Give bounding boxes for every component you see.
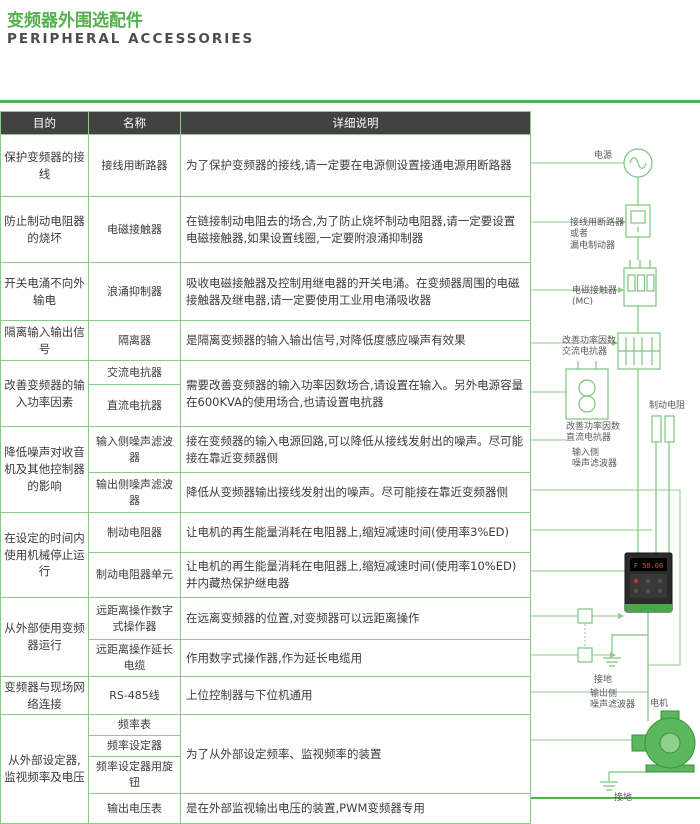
- contactor-label: 电磁接触器 (MC): [572, 286, 618, 308]
- desc-cell: 在链接制动电阻去的场合,为了防止烧坏制动电阻器,请一定要设置电磁接触器,如果设置…: [180, 196, 531, 263]
- table-row: 从外部使用变频器运行 远距离操作数字式操作器 在远离变频器的位置,对变频器可以远…: [0, 597, 531, 677]
- table-row: 频率设定器用旋钮: [1, 756, 531, 794]
- table-row: 防止制动电阻器的烧坏 电磁接触器 在链接制动电阻去的场合,为了防止烧坏制动电阻器…: [0, 196, 531, 263]
- arrow-icons: [610, 219, 626, 658]
- table-row: 改善变频器的输入功率因素 交流电抗器 需要改善变频器的输入功率因数场合,请设置在…: [0, 360, 531, 427]
- purpose-cell: 在设定的时间内使用机械停止运行: [0, 512, 89, 598]
- table-row: 频率设定器: [1, 735, 531, 758]
- name-cell: RS-485线: [88, 675, 181, 716]
- table-header-row: 目的 名称 详细说明: [0, 111, 531, 135]
- purpose-cell: 改善变频器的输入功率因素: [0, 360, 89, 427]
- name-cell: 远距离操作延长电缆: [88, 639, 181, 677]
- desc-cell: 为了从外部设定频率、监视频率的装置: [180, 714, 531, 794]
- desc-cell: 在远离变频器的位置,对变频器可以远距离操作: [180, 597, 531, 640]
- page-subtitle: PERIPHERAL ACCESSORIES: [7, 31, 255, 47]
- name-cell: 制动电阻器单元: [88, 552, 181, 598]
- table-row: 远距离操作延长电缆 作用数字式操作器,作为延长电缆用: [1, 639, 531, 677]
- name-cell: 浪涌抑制器: [88, 262, 181, 321]
- brake-resistor-label: 制动电阻: [649, 401, 686, 411]
- table-row: 降低噪声对收音机及其他控制器的影响 输入侧噪声滤波器 接在变频器的输入电源回路,…: [0, 426, 531, 513]
- name-cell: 接线用断路器: [88, 134, 181, 197]
- purpose-cell: 保护变频器的接线: [0, 134, 89, 197]
- motor-label: 电机: [650, 699, 669, 709]
- purpose-cell: 从外部设定器,监视频率及电压: [0, 714, 89, 824]
- desc-cell: 作用数字式操作器,作为延长电缆用: [180, 639, 531, 677]
- ground-icon-bottom: [600, 781, 618, 791]
- dc-reactor-label: 改善功率因数 直流电抗器: [566, 422, 621, 444]
- name-cell: 交流电抗器: [88, 360, 181, 385]
- name-cell: 频率设定器用旋钮: [88, 756, 181, 794]
- col-header-name: 名称: [88, 111, 181, 135]
- purpose-cell: 开关电涌不向外输电: [0, 262, 89, 321]
- table-row: 从外部设定器,监视频率及电压 频率表 为了从外部设定频率、监视频率的装置: [0, 714, 531, 824]
- desc-cell: 降低从变频器输出接线发射出的噪声。尽可能接在靠近变频器侧: [180, 472, 531, 513]
- name-cell: 远距离操作数字式操作器: [88, 597, 181, 640]
- purpose-cell: 隔离输入输出信号: [0, 320, 89, 361]
- page-title: 变频器外围选配件: [7, 11, 143, 31]
- accessories-table: 目的 名称 详细说明 保护变频器的接线 接线用断路器 为了保护变频器的接线,请一…: [0, 111, 531, 824]
- inverter-display: F 50.00: [634, 562, 664, 570]
- dc-reactor-icon: [565, 361, 609, 420]
- table-row: 保护变频器的接线 接线用断路器 为了保护变频器的接线,请一定要在电源侧设置接通电…: [0, 134, 531, 197]
- name-cell: 隔离器: [88, 320, 181, 361]
- purpose-cell: 降低噪声对收音机及其他控制器的影响: [0, 426, 89, 513]
- name-cell: 制动电阻器: [88, 512, 181, 553]
- output-filter-label: 输出侧 噪声滤波器: [590, 689, 636, 711]
- motor-icon: [631, 710, 696, 773]
- purpose-cell: 防止制动电阻器的烧坏: [0, 196, 89, 263]
- input-filter-label: 输入侧 噪声滤波器: [572, 448, 618, 470]
- table-row: 变频器与现场网络连接 RS-485线 上位控制器与下位机通用: [0, 675, 531, 716]
- connector-lines: [530, 162, 681, 741]
- ac-reactor-icon: [617, 332, 661, 370]
- name-cell: 输出电压表: [88, 792, 181, 824]
- purpose-cell: 变频器与现场网络连接: [0, 675, 89, 716]
- table-row: 隔离输入输出信号 隔离器 是隔离变频器的输入输出信号,对降低度感应噪声有效果: [0, 320, 531, 361]
- name-cell: 电磁接触器: [88, 196, 181, 263]
- desc-cell: 吸收电磁接触器及控制用继电器的开关电涌。在变频器周围的电磁接触器及继电器,请一定…: [180, 262, 531, 321]
- ground-icon-top: [603, 657, 621, 667]
- desc-cell: 让电机的再生能量消耗在电阻器上,缩短减速时间(使用率3%ED): [180, 512, 531, 553]
- contactor-icon: [623, 260, 657, 307]
- col-header-purpose: 目的: [0, 111, 89, 135]
- table-row: 开关电涌不向外输电 浪涌抑制器 吸收电磁接触器及控制用继电器的开关电涌。在变频器…: [0, 262, 531, 321]
- ground-top-label: 接地: [594, 675, 613, 685]
- desc-cell: 接在变频器的输入电源回路,可以降低从接线发射出的噪声。尽可能接在靠近变频器侧: [180, 426, 531, 473]
- desc-cell: 上位控制器与下位机通用: [180, 675, 531, 716]
- remote-operator-icon: [577, 608, 593, 663]
- name-cell: 输出侧噪声滤波器: [88, 472, 181, 513]
- table-row: 制动电阻器单元 让电机的再生能量消耗在电阻器上,缩短减速时间(使用率10%ED)…: [1, 552, 531, 598]
- desc-cell: 为了保护变频器的接线,请一定要在电源侧设置接通电源用断路器: [180, 134, 531, 197]
- breaker-label: 接线用断路器 或者 漏电制动器: [570, 218, 625, 251]
- ac-reactor-label: 改善功率因数 交流电抗器: [562, 336, 617, 358]
- power-label: 电源: [594, 151, 613, 161]
- wiring-diagram: F 50.00 电源 接线用断路器 或者 漏电制动器 电磁接触器 (MC): [530, 105, 700, 817]
- ground-bottom-label: 接地: [614, 793, 633, 803]
- inverter-icon: F 50.00: [624, 552, 673, 613]
- table-row: 直流电抗器: [1, 384, 531, 427]
- top-divider: [0, 100, 700, 103]
- breaker-icon: [625, 204, 651, 238]
- name-cell: 输入侧噪声滤波器: [88, 426, 181, 473]
- desc-cell: 是隔离变频器的输入输出信号,对降低度感应噪声有效果: [180, 320, 531, 361]
- desc-cell: 需要改善变频器的输入功率因数场合,请设置在输入。另外电源容量在600KVA的使用…: [180, 360, 531, 427]
- purpose-cell: 从外部使用变频器运行: [0, 597, 89, 677]
- power-source-icon: [623, 148, 653, 178]
- table-row: 输出侧噪声滤波器 降低从变频器输出接线发射出的噪声。尽可能接在靠近变频器侧: [1, 472, 531, 513]
- main-wire: [608, 177, 670, 781]
- table-row: 在设定的时间内使用机械停止运行 制动电阻器 让电机的再生能量消耗在电阻器上,缩短…: [0, 512, 531, 598]
- wiring-diagram-svg: F 50.00: [530, 148, 696, 791]
- brake-resistor-icon: [651, 415, 675, 443]
- name-cell: 频率设定器: [88, 735, 181, 758]
- desc-cell: 让电机的再生能量消耗在电阻器上,缩短减速时间(使用率10%ED)并内藏热保护继电…: [180, 552, 531, 598]
- desc-cell: 是在外部监视输出电压的装置,PWM变频器专用: [180, 792, 531, 824]
- name-cell: 直流电抗器: [88, 384, 181, 427]
- col-header-desc: 详细说明: [180, 111, 531, 135]
- name-cell: 频率表: [88, 714, 181, 737]
